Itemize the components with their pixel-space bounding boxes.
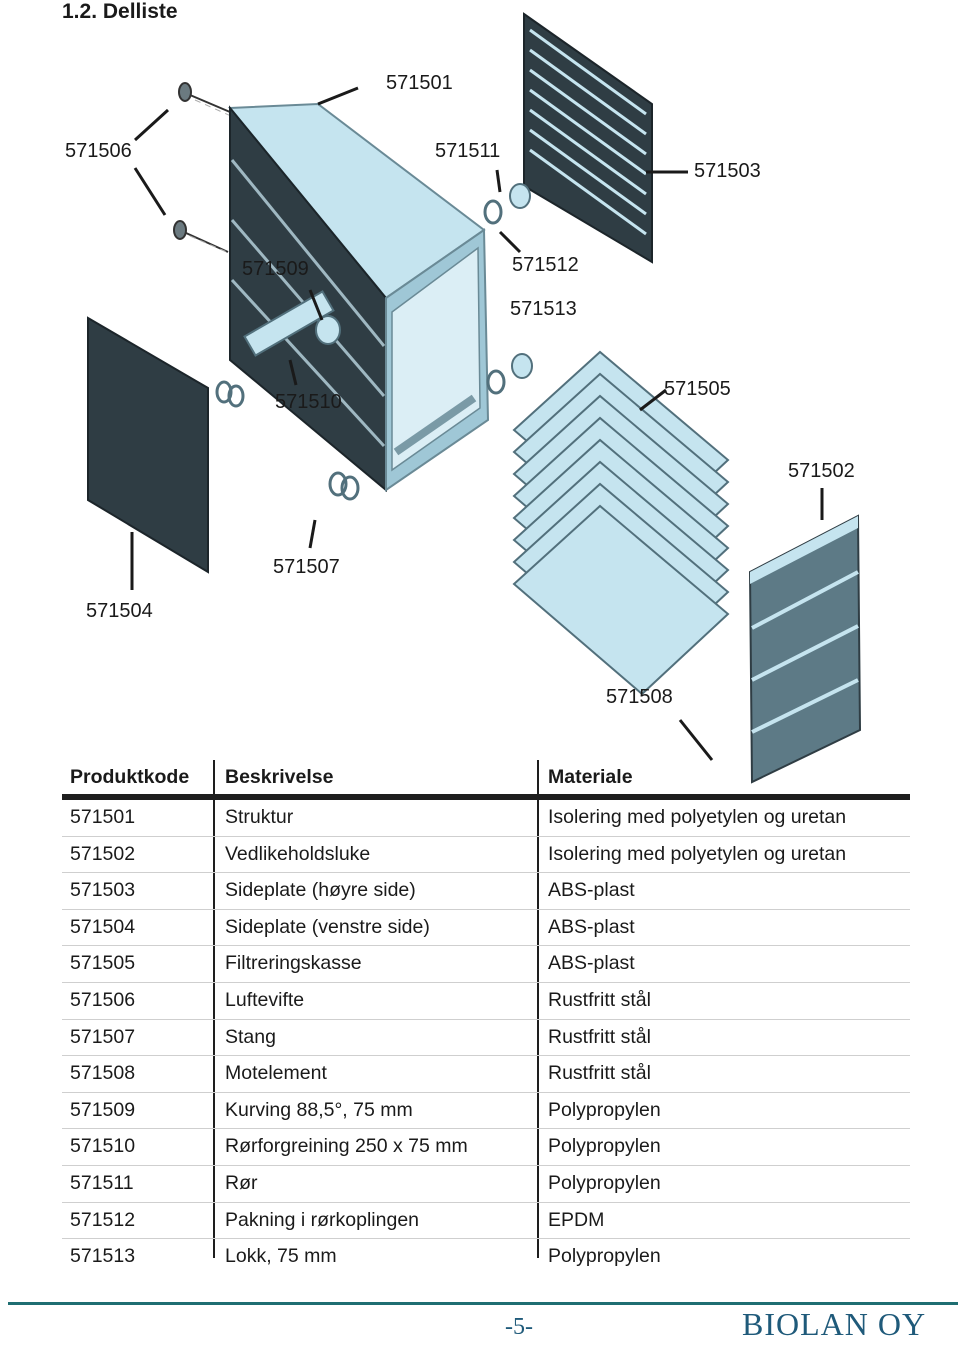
table-row: 571509 Kurving 88,5°, 75 mm Polypropylen (62, 1093, 910, 1130)
cell-description: Lokk, 75 mm (225, 1245, 337, 1268)
callout-571510: 571510 (275, 391, 342, 413)
footer-rule (8, 1302, 958, 1305)
table-row: 571505 Filtreringskasse ABS-plast (62, 946, 910, 983)
cell-description: Pakning i rørkoplingen (225, 1208, 420, 1231)
leader-lines (130, 86, 824, 761)
parts-table: Produktkode Beskrivelse Materiale 571501… (62, 760, 910, 1275)
callout-571504: 571504 (86, 600, 153, 622)
callout-571502: 571502 (788, 460, 855, 482)
cell-code: 571510 (70, 1135, 136, 1158)
table-row: 571513 Lokk, 75 mm Polypropylen (62, 1239, 910, 1275)
cell-description: Filtreringskasse (225, 952, 362, 975)
cell-description: Struktur (225, 806, 294, 828)
cell-description: Luftevifte (225, 988, 305, 1011)
cell-material: Polypropylen (548, 1098, 661, 1121)
cell-code: 571502 (70, 842, 136, 865)
callout-571507: 571507 (273, 556, 340, 578)
cell-material: Rustfritt stål (548, 988, 651, 1011)
callout-571509: 571509 (242, 258, 309, 280)
cell-material: ABS-plast (548, 915, 635, 938)
cell-material: EPDM (548, 1208, 605, 1231)
cell-description: Sideplate (høyre side) (225, 879, 416, 902)
table-row: 571501 Struktur Isolering med polyetylen o… (62, 800, 910, 837)
cell-code: 571501 (70, 806, 136, 828)
cell-description: Sideplate (venstre side) (225, 915, 430, 938)
header-code: Produktkode (70, 766, 190, 788)
cell-description: Stang (225, 1025, 276, 1048)
header-description: Beskrivelse (225, 766, 334, 788)
cell-code: 571503 (70, 879, 136, 902)
brand-name: BIOLAN OY (742, 1306, 927, 1342)
table-row: 571511 Rør Polypropylen (62, 1166, 910, 1203)
table-row: 571506 Luftevifte Rustfritt stål (62, 983, 910, 1020)
left-side-plate (87, 316, 209, 574)
gaskets-left (215, 380, 360, 501)
cell-code: 571508 (70, 1062, 136, 1085)
fan-pin-bottom (173, 220, 229, 253)
cell-material: Rustfritt stål (548, 1025, 651, 1048)
cell-description: Vedlikeholdsluke (225, 842, 371, 865)
cell-description: Rørforgreining 250 x 75 mm (225, 1135, 468, 1158)
cell-code: 571504 (70, 915, 136, 938)
cell-material: ABS-plast (548, 879, 635, 902)
right-side-plate (523, 12, 653, 264)
table-row: 571503 Sideplate (høyre side) ABS-plast (62, 873, 910, 910)
callout-571511: 571511 (435, 140, 501, 162)
cell-code: 571509 (70, 1098, 136, 1121)
cell-material: Rustfritt stål (548, 1062, 651, 1085)
cell-code: 571507 (70, 1025, 136, 1048)
callout-571506: 571506 (65, 140, 132, 162)
cell-material: ABS-plast (548, 952, 635, 975)
table-row: 571504 Sideplate (venstre side) ABS-plast (62, 910, 910, 947)
cell-code: 571505 (70, 952, 136, 975)
exploded-view-diagram (87, 12, 862, 784)
callout-571508: 571508 (606, 686, 673, 708)
section-heading: 1.2. Delliste (62, 0, 178, 23)
cell-code: 571513 (70, 1245, 136, 1268)
column-divider (213, 760, 215, 1258)
table-row: 571510 Rørforgreining 250 x 75 mm Polyprop… (62, 1129, 910, 1166)
filter-trays (512, 350, 730, 696)
callout-571501: 571501 (386, 72, 453, 94)
callout-571513: 571513 (510, 298, 577, 320)
cell-code: 571512 (70, 1208, 136, 1231)
callout-571505: 571505 (664, 378, 731, 400)
cell-material: Isolering med polyetylen og uretan (548, 806, 847, 828)
cell-description: Kurving 88,5°, 75 mm (225, 1098, 413, 1121)
callout-571503: 571503 (694, 160, 761, 182)
pipe-couplings (483, 183, 533, 395)
table-row: 571512 Pakning i rørkoplingen EPDM (62, 1203, 910, 1240)
table-row: 571507 Stang Rustfritt stål (62, 1020, 910, 1057)
cell-description: Rør (225, 1171, 258, 1194)
header-material: Materiale (548, 766, 633, 788)
cell-material: Isolering med polyetylen og uretan (548, 842, 847, 865)
cell-code: 571511 (70, 1171, 134, 1194)
cell-description: Motelement (225, 1062, 327, 1085)
cell-material: Polypropylen (548, 1135, 661, 1158)
table-row: 571508 Motelement Rustfritt stål (62, 1056, 910, 1093)
cell-code: 571506 (70, 988, 136, 1011)
cell-material: Polypropylen (548, 1245, 661, 1268)
table-header-row: Produktkode Beskrivelse Materiale (62, 760, 910, 800)
fan-pin-top (178, 82, 231, 113)
pipe-branch (243, 290, 341, 357)
maintenance-door (748, 514, 862, 784)
callout-571512: 571512 (512, 254, 579, 276)
cell-material: Polypropylen (548, 1171, 661, 1194)
table-row: 571502 Vedlikeholdsluke Isolering med poly… (62, 837, 910, 874)
page-number: -5- (505, 1314, 533, 1340)
column-divider (537, 760, 539, 1258)
